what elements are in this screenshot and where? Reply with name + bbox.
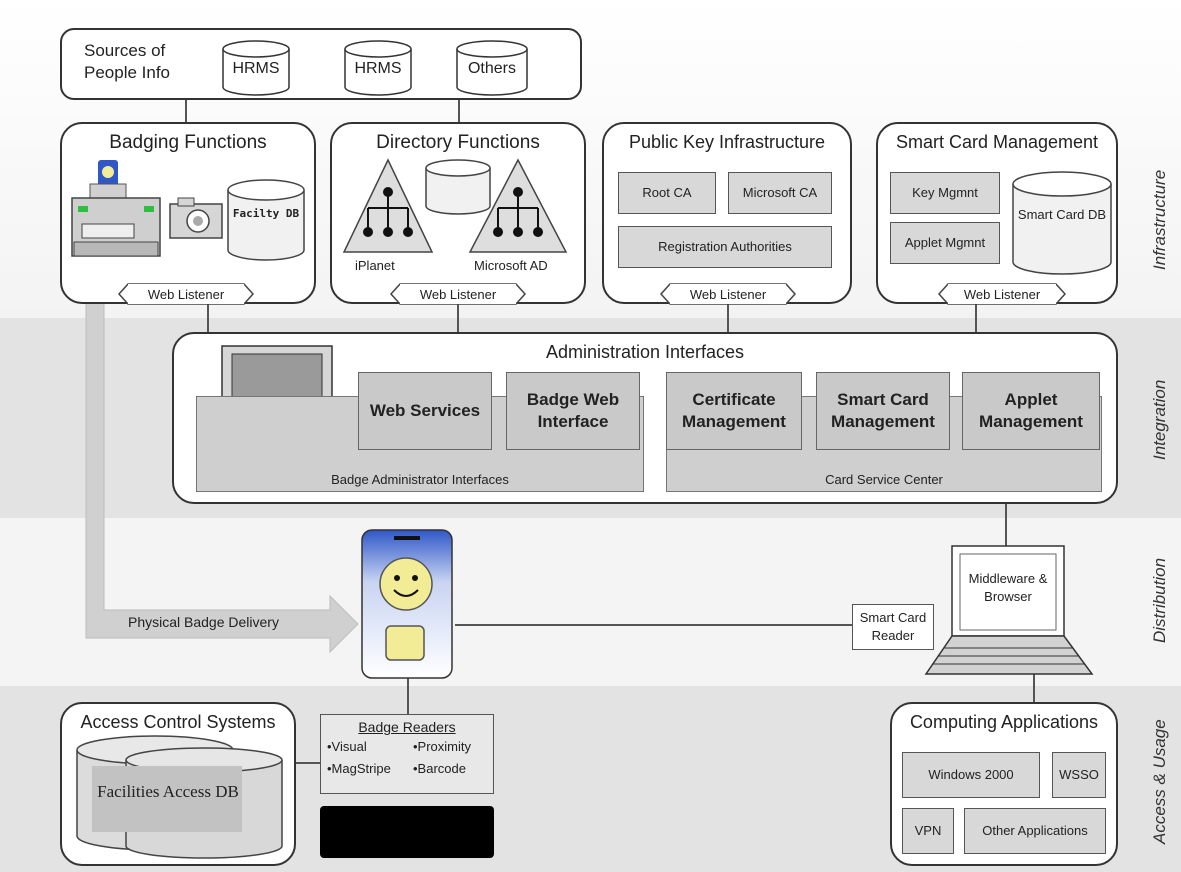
root-ca-box: Root CA: [618, 172, 716, 214]
connector: [455, 624, 855, 626]
connector: [185, 98, 187, 124]
side-label-access-usage: Access & Usage: [1150, 719, 1169, 845]
connector: [296, 762, 320, 764]
smart-card-db-icon: [1012, 171, 1112, 275]
pki-title: Public Key Infrastructure: [628, 132, 826, 152]
reader-magstripe: •MagStripe: [327, 761, 391, 776]
badging-functions-title: Badging Functions: [109, 132, 267, 153]
connector: [1033, 672, 1035, 702]
badge-readers-box: Badge Readers •Visual •Proximity •MagStr…: [320, 714, 494, 794]
directory-functions-title: Directory Functions: [376, 132, 540, 153]
iplanet-label: iPlanet: [355, 258, 395, 273]
applet-management-box: Applet Management: [962, 372, 1100, 450]
reader-visual: •Visual: [327, 739, 367, 754]
connector: [975, 302, 977, 334]
smart-card-reader-box: Smart Card Reader: [852, 604, 934, 650]
badge-readers-title: Badge Readers: [358, 719, 456, 735]
reader-barcode: •Barcode: [413, 761, 466, 776]
hrms-db-2: [344, 40, 412, 96]
others-db: [456, 40, 528, 96]
middleware-browser-label: Middleware & Browser: [968, 571, 1048, 604]
smart-card-management-title: Smart Card Management: [895, 132, 1099, 152]
badge-web-interface-box: Badge Web Interface: [506, 372, 640, 450]
smart-badge-icon: [361, 529, 453, 679]
physical-badge-delivery-label: Physical Badge Delivery: [128, 614, 279, 630]
badging-web-listener: Web Listener: [128, 284, 244, 304]
smart-card-db-label: Smart Card DB: [1017, 207, 1107, 222]
smart-card-reader-label: Smart Card Reader: [859, 610, 927, 643]
side-label-distribution: Distribution: [1150, 557, 1169, 643]
microsoft-ca-box: Microsoft CA: [728, 172, 832, 214]
registration-authorities-box: Registration Authorities: [618, 226, 832, 268]
others-db-label: Others: [467, 60, 516, 77]
connector: [207, 302, 209, 334]
physical-delivery-arrow: [85, 279, 359, 654]
directory-web-listener: Web Listener: [400, 284, 516, 304]
computing-applications-title: Computing Applications: [909, 712, 1099, 732]
sources-label: Sources of People Info: [84, 41, 171, 82]
smart-card-management-admin-box: Smart Card Management: [816, 372, 950, 450]
hrms-db-2-label: HRMS: [354, 60, 402, 77]
connector: [1005, 502, 1007, 546]
certificate-management-box: Certificate Management: [666, 372, 802, 450]
badge-printer-icon: [71, 160, 161, 257]
facilities-access-db-icon: [76, 735, 283, 859]
connector: [727, 302, 729, 334]
facility-db-label: Facilty DB: [232, 207, 300, 220]
side-label-infrastructure: Infrastructure: [1150, 169, 1169, 271]
middleware-laptop-icon: [924, 545, 1094, 675]
access-control-title: Access Control Systems: [80, 712, 276, 732]
web-services-box: Web Services: [358, 372, 492, 450]
pki-web-listener: Web Listener: [670, 284, 786, 304]
connector: [457, 302, 459, 334]
camera-icon: [169, 197, 223, 239]
other-applications-box: Other Applications: [964, 808, 1106, 854]
microsoft-ad-label: Microsoft AD: [474, 258, 548, 273]
hrms-db-1: [222, 40, 290, 96]
reader-proximity: •Proximity: [413, 739, 471, 754]
scm-web-listener: Web Listener: [948, 284, 1056, 304]
side-label-integration: Integration: [1150, 379, 1169, 461]
facility-db-icon: [227, 179, 305, 261]
hrms-db-1-label: HRMS: [232, 60, 280, 77]
black-redacted-box: [320, 806, 494, 858]
key-mgmnt-box: Key Mgmnt: [890, 172, 1000, 214]
connector: [407, 678, 409, 714]
facilities-access-db-label: Facilities Access DB: [97, 782, 239, 801]
directory-tree-icons: [342, 158, 568, 253]
applet-mgmnt-box: Applet Mgmnt: [890, 222, 1000, 264]
vpn-box: VPN: [902, 808, 954, 854]
wsso-box: WSSO: [1052, 752, 1106, 798]
administration-interfaces-title: Administration Interfaces: [545, 342, 745, 362]
windows-2000-box: Windows 2000: [902, 752, 1040, 798]
connector: [458, 98, 460, 124]
